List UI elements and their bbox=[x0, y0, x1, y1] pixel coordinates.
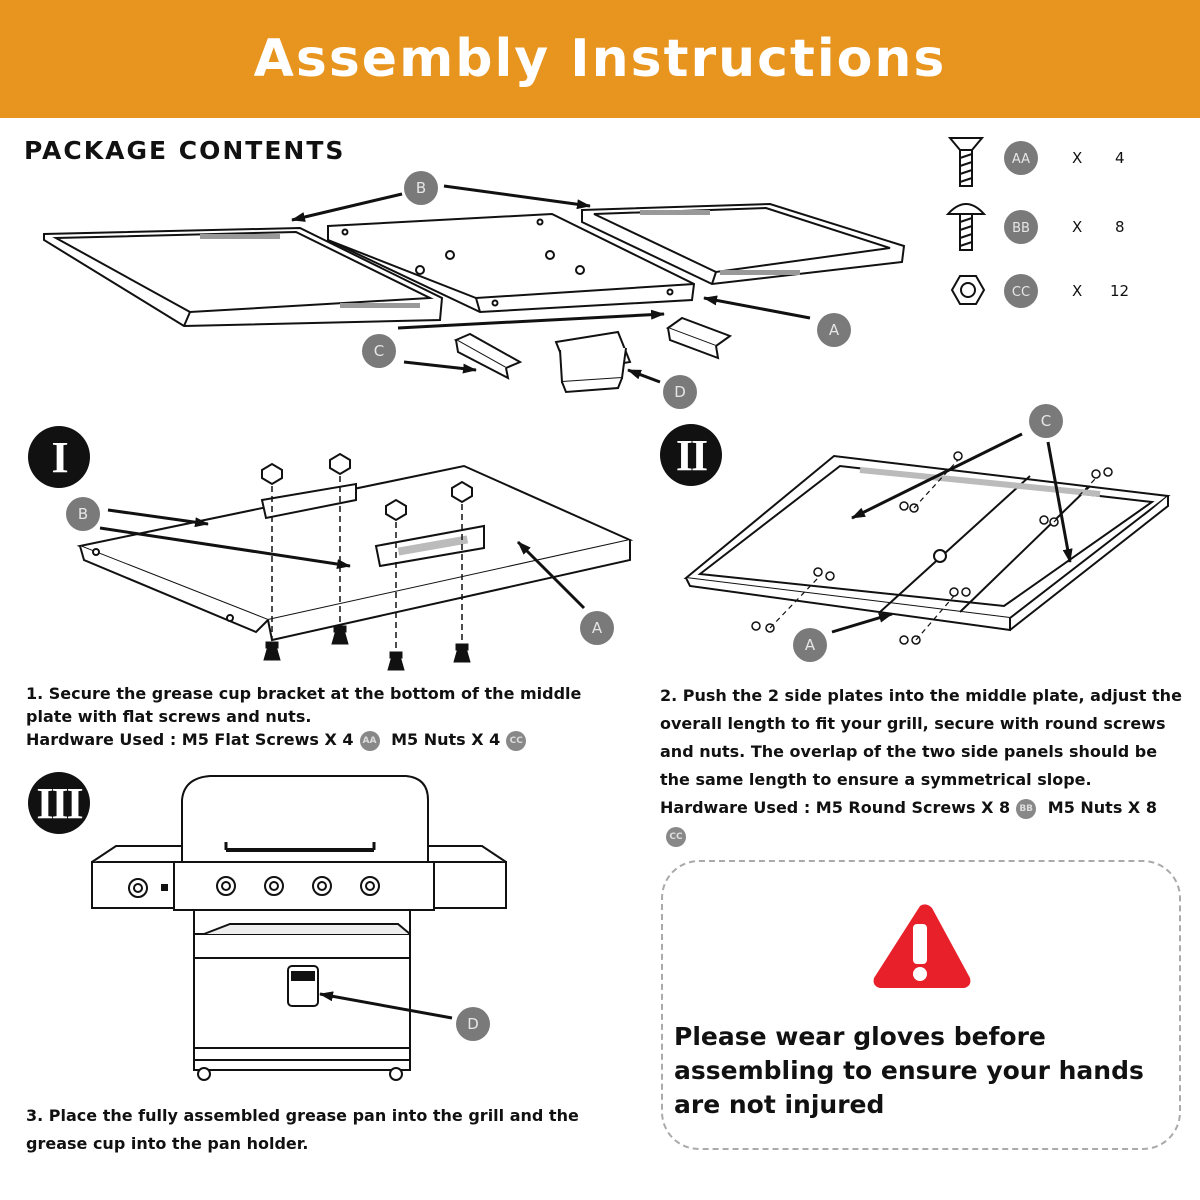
svg-text:A: A bbox=[805, 636, 816, 654]
step-2-hardware: Hardware Used : M5 Round Screws X 8 BB M5… bbox=[660, 794, 1188, 850]
svg-text:X: X bbox=[1072, 218, 1082, 236]
hex-nut-icon bbox=[950, 275, 986, 305]
label-a-step2: A bbox=[793, 628, 827, 662]
svg-text:B: B bbox=[78, 505, 88, 523]
label-c-step2: C bbox=[1029, 404, 1063, 438]
package-contents-title: PACKAGE CONTENTS bbox=[24, 136, 346, 165]
step1-flat-screws bbox=[263, 625, 471, 671]
label-b-package: B bbox=[404, 171, 438, 205]
right-side-plate bbox=[581, 202, 906, 286]
hardware-qty-cc: X 12 bbox=[1072, 282, 1129, 300]
step2-arrows bbox=[831, 432, 1073, 634]
step-3-instruction: 3. Place the fully assembled grease pan … bbox=[26, 1106, 579, 1153]
label-b-step1: B bbox=[66, 497, 100, 531]
hardware-qty-bb: X 8 bbox=[1072, 218, 1125, 236]
label-d-step3: D bbox=[456, 1007, 490, 1041]
label-a-step1: A bbox=[580, 611, 614, 645]
svg-text:CC: CC bbox=[1012, 285, 1030, 300]
step1-nuts bbox=[261, 452, 473, 522]
step-1-hardware-nuts: M5 Nuts X 4 bbox=[391, 730, 501, 749]
step-2-hardware-nuts: M5 Nuts X 8 bbox=[1047, 798, 1157, 817]
step2-hardware bbox=[751, 451, 1113, 645]
step3-arrows bbox=[319, 991, 453, 1020]
svg-text:AA: AA bbox=[1012, 152, 1030, 167]
svg-text:A: A bbox=[592, 619, 603, 637]
step-1-hardware: Hardware Used : M5 Flat Screws X 4 AA M5 … bbox=[26, 728, 616, 751]
svg-text:BB: BB bbox=[1012, 221, 1030, 236]
warning-box bbox=[661, 860, 1181, 1150]
warning-text: Please wear gloves before assembling to … bbox=[674, 1022, 1144, 1119]
svg-text:X: X bbox=[1072, 282, 1082, 300]
bracket-a bbox=[665, 316, 733, 360]
step-1-text: 1. Secure the grease cup bracket at the … bbox=[26, 682, 616, 751]
svg-text:X: X bbox=[1072, 149, 1082, 167]
svg-text:A: A bbox=[829, 321, 840, 339]
chip-aa-step1: AA bbox=[359, 730, 380, 751]
hardware-chip-bb: BB bbox=[1004, 210, 1038, 244]
left-side-plate bbox=[43, 226, 444, 328]
step2-assembled-pan bbox=[683, 454, 1171, 632]
hardware-qty-aa: X 4 bbox=[1072, 149, 1125, 167]
step1-screw-guides bbox=[271, 476, 463, 652]
bracket-c bbox=[453, 332, 523, 380]
step-2-instruction: 2. Push the 2 side plates into the middl… bbox=[660, 686, 1182, 789]
step-3-badge: III bbox=[28, 772, 90, 834]
header-banner: Assembly Instructions bbox=[0, 0, 1200, 118]
step-1-hardware-screws: Hardware Used : M5 Flat Screws X 4 bbox=[26, 730, 354, 749]
chip-cc-step2: CC bbox=[666, 826, 686, 847]
label-a-package: A bbox=[817, 313, 851, 347]
svg-text:C: C bbox=[374, 342, 384, 360]
hardware-chip-cc: CC bbox=[1004, 274, 1038, 308]
step-3-text: 3. Place the fully assembled grease pan … bbox=[26, 1102, 636, 1158]
round-screw-icon bbox=[945, 203, 987, 251]
flat-screw-icon bbox=[947, 137, 985, 187]
svg-text:8: 8 bbox=[1115, 218, 1125, 236]
svg-text:12: 12 bbox=[1110, 282, 1129, 300]
label-d-package: D bbox=[663, 375, 697, 409]
grease-cup-d bbox=[554, 330, 632, 394]
step-1-instruction: 1. Secure the grease cup bracket at the … bbox=[26, 684, 582, 726]
label-c-package: C bbox=[362, 334, 396, 368]
package-arrows bbox=[291, 184, 811, 384]
svg-text:4: 4 bbox=[1115, 149, 1125, 167]
page-title: Assembly Instructions bbox=[253, 29, 947, 89]
hardware-chip-aa: AA bbox=[1004, 141, 1038, 175]
middle-plate bbox=[327, 212, 696, 314]
step-2-text: 2. Push the 2 side plates into the middl… bbox=[660, 682, 1188, 850]
warning-triangle-icon bbox=[873, 904, 971, 988]
svg-text:C: C bbox=[1041, 412, 1051, 430]
svg-text:D: D bbox=[467, 1015, 479, 1033]
chip-bb-step2: BB bbox=[1016, 798, 1037, 819]
chip-cc-step1: CC bbox=[506, 730, 527, 751]
step1-arrows bbox=[99, 508, 586, 610]
svg-text:D: D bbox=[674, 383, 686, 401]
step-2-badge: II bbox=[660, 424, 722, 486]
svg-text:B: B bbox=[416, 179, 426, 197]
step-2-hardware-screws: Hardware Used : M5 Round Screws X 8 bbox=[660, 798, 1011, 817]
grill-illustration bbox=[91, 775, 507, 1081]
step-1-badge: I bbox=[28, 426, 90, 488]
